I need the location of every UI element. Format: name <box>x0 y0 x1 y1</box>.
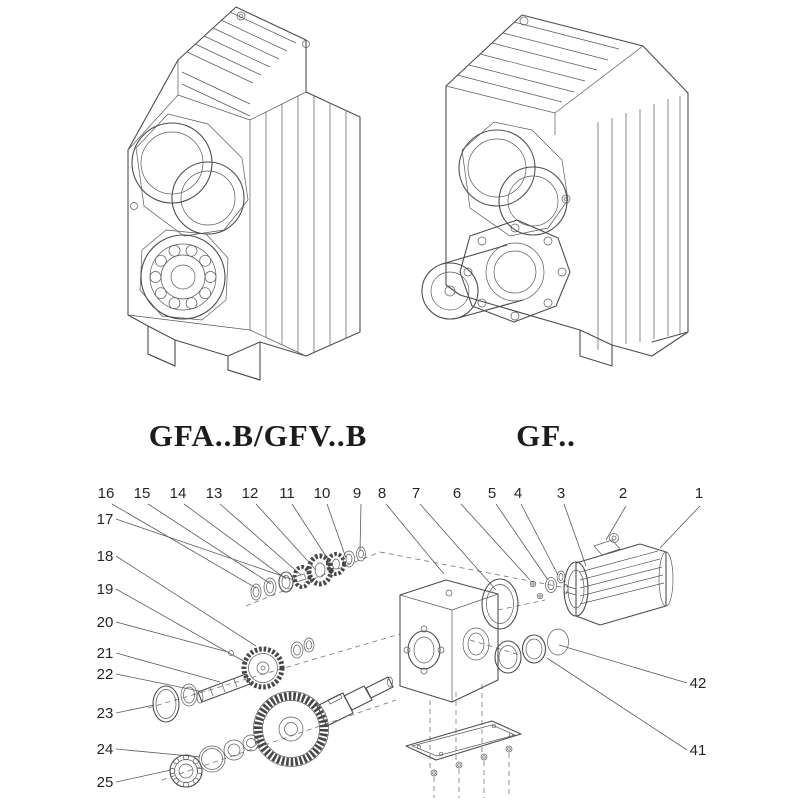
flange-gasket-parts <box>481 570 566 630</box>
bottom-cover <box>405 720 522 777</box>
callout-number: 21 <box>97 645 114 662</box>
callout-number: 8 <box>378 485 386 502</box>
housing <box>399 579 499 703</box>
output-bearing <box>140 234 226 320</box>
callout-number: 42 <box>690 675 707 692</box>
output-flange <box>459 219 571 323</box>
callout-number: 19 <box>97 581 114 598</box>
callout-number: 14 <box>170 485 187 502</box>
callout-number: 6 <box>453 485 461 502</box>
seal-rings <box>494 628 569 674</box>
callout-number: 24 <box>97 741 114 758</box>
model-label-left: GFA..B/GFV..B <box>148 418 368 453</box>
input-bores-right <box>458 129 568 236</box>
input-bores <box>131 122 245 235</box>
callout-number: 41 <box>690 742 707 759</box>
callout-numbers: 16 15 14 13 12 11 10 9 8 7 6 5 4 3 2 1 1… <box>97 485 707 791</box>
exploded-view-drawing: 16 15 14 13 12 11 10 9 8 7 6 5 4 3 2 1 1… <box>97 485 707 798</box>
callout-number: 7 <box>412 485 420 502</box>
callout-number: 11 <box>279 485 295 502</box>
callout-number: 15 <box>134 485 151 502</box>
intermediate-shaft-parts <box>152 637 315 723</box>
callout-number: 9 <box>353 485 361 502</box>
callout-number: 12 <box>242 485 259 502</box>
output-shaft-parts <box>169 676 394 788</box>
callout-number: 3 <box>557 485 565 502</box>
assembly-axes <box>147 551 567 798</box>
callout-number: 23 <box>97 705 114 722</box>
gearbox-right-drawing <box>421 14 689 367</box>
gearbox-left-drawing <box>127 6 361 381</box>
input-shaft-parts <box>250 546 366 601</box>
callout-number: 2 <box>619 485 627 502</box>
callout-number: 4 <box>514 485 522 502</box>
callout-number: 1 <box>695 485 703 502</box>
motor <box>563 533 674 626</box>
callout-number: 5 <box>488 485 496 502</box>
callout-number: 22 <box>97 666 114 683</box>
callout-number: 10 <box>314 485 331 502</box>
callout-number: 25 <box>97 774 114 791</box>
output-shaft <box>421 244 524 320</box>
callout-number: 18 <box>97 548 114 565</box>
callout-number: 16 <box>98 485 115 502</box>
callout-number: 20 <box>97 614 114 631</box>
callout-number: 13 <box>206 485 223 502</box>
model-label-right: GF.. <box>516 418 576 453</box>
leader-lines <box>111 503 701 783</box>
callout-number: 17 <box>97 511 114 528</box>
